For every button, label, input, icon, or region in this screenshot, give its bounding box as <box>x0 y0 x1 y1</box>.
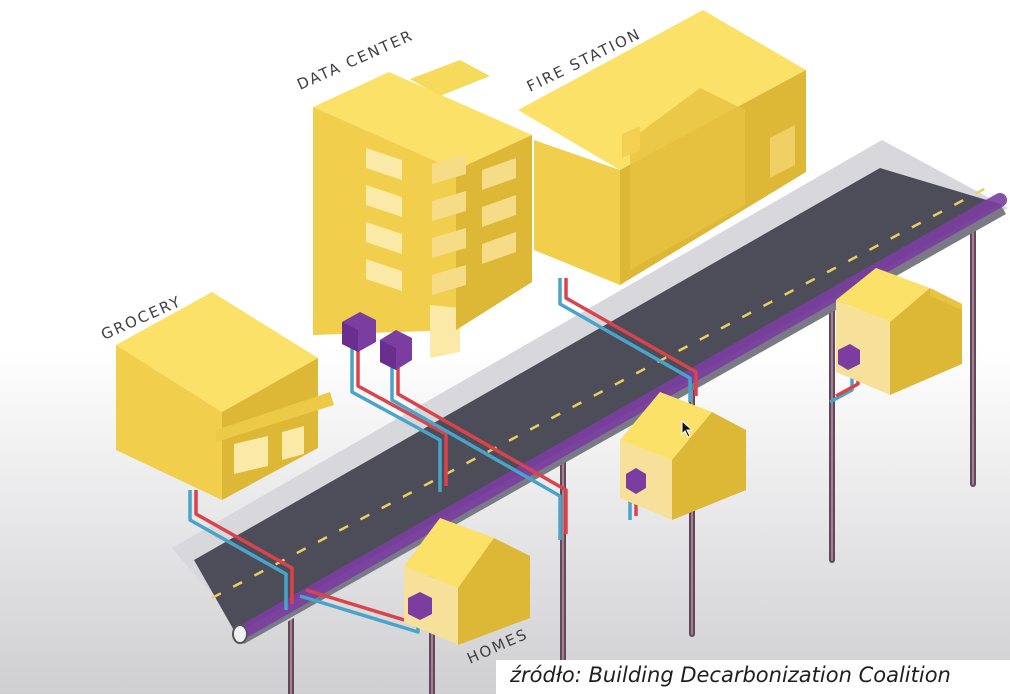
grocery-building <box>116 292 334 500</box>
utility-boxes <box>342 312 412 370</box>
house-right <box>836 268 962 395</box>
house-front <box>404 518 530 645</box>
source-caption: źródło: Building Decarbonization Coaliti… <box>496 660 1010 694</box>
fire-station-building <box>518 10 806 285</box>
road-center-line <box>211 184 991 600</box>
road <box>194 168 1000 634</box>
house-middle <box>620 392 746 520</box>
cursor-arrow-icon <box>681 420 693 438</box>
data-center-building <box>313 60 532 358</box>
